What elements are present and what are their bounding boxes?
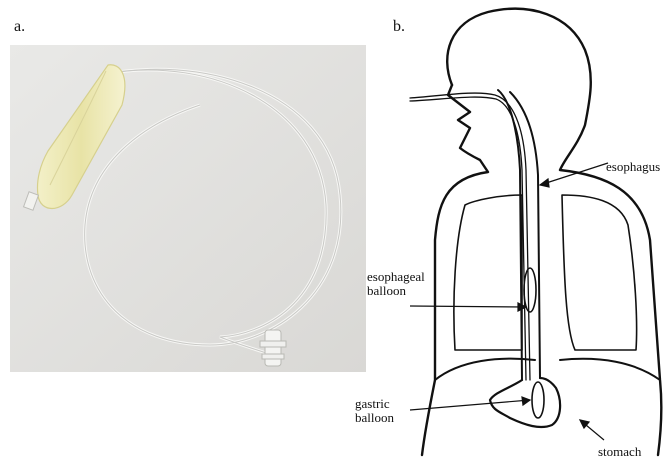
anatomy-diagram (380, 0, 667, 461)
left-lung (454, 195, 522, 350)
catheter-photo (10, 45, 366, 372)
esophagus (498, 90, 522, 380)
esophagus-label: esophagus (606, 160, 660, 174)
esophageal-balloon-pointer (410, 306, 526, 307)
gastric-balloon-pointer (410, 400, 530, 410)
stomach-label: stomach (598, 445, 641, 459)
panel-a-label: a. (14, 18, 25, 36)
esophageal-balloon-label-1: esophageal (367, 270, 425, 284)
gastric-balloon-drawing (532, 382, 544, 418)
gastric-balloon-label-2: balloon (355, 411, 394, 425)
esophageal-balloon-drawing (524, 268, 536, 312)
esophageal-balloon-label-2: balloon (367, 284, 406, 298)
esophagus-pointer (540, 163, 608, 185)
gastric-balloon-label-1: gastric (355, 397, 390, 411)
right-lung (562, 195, 637, 350)
